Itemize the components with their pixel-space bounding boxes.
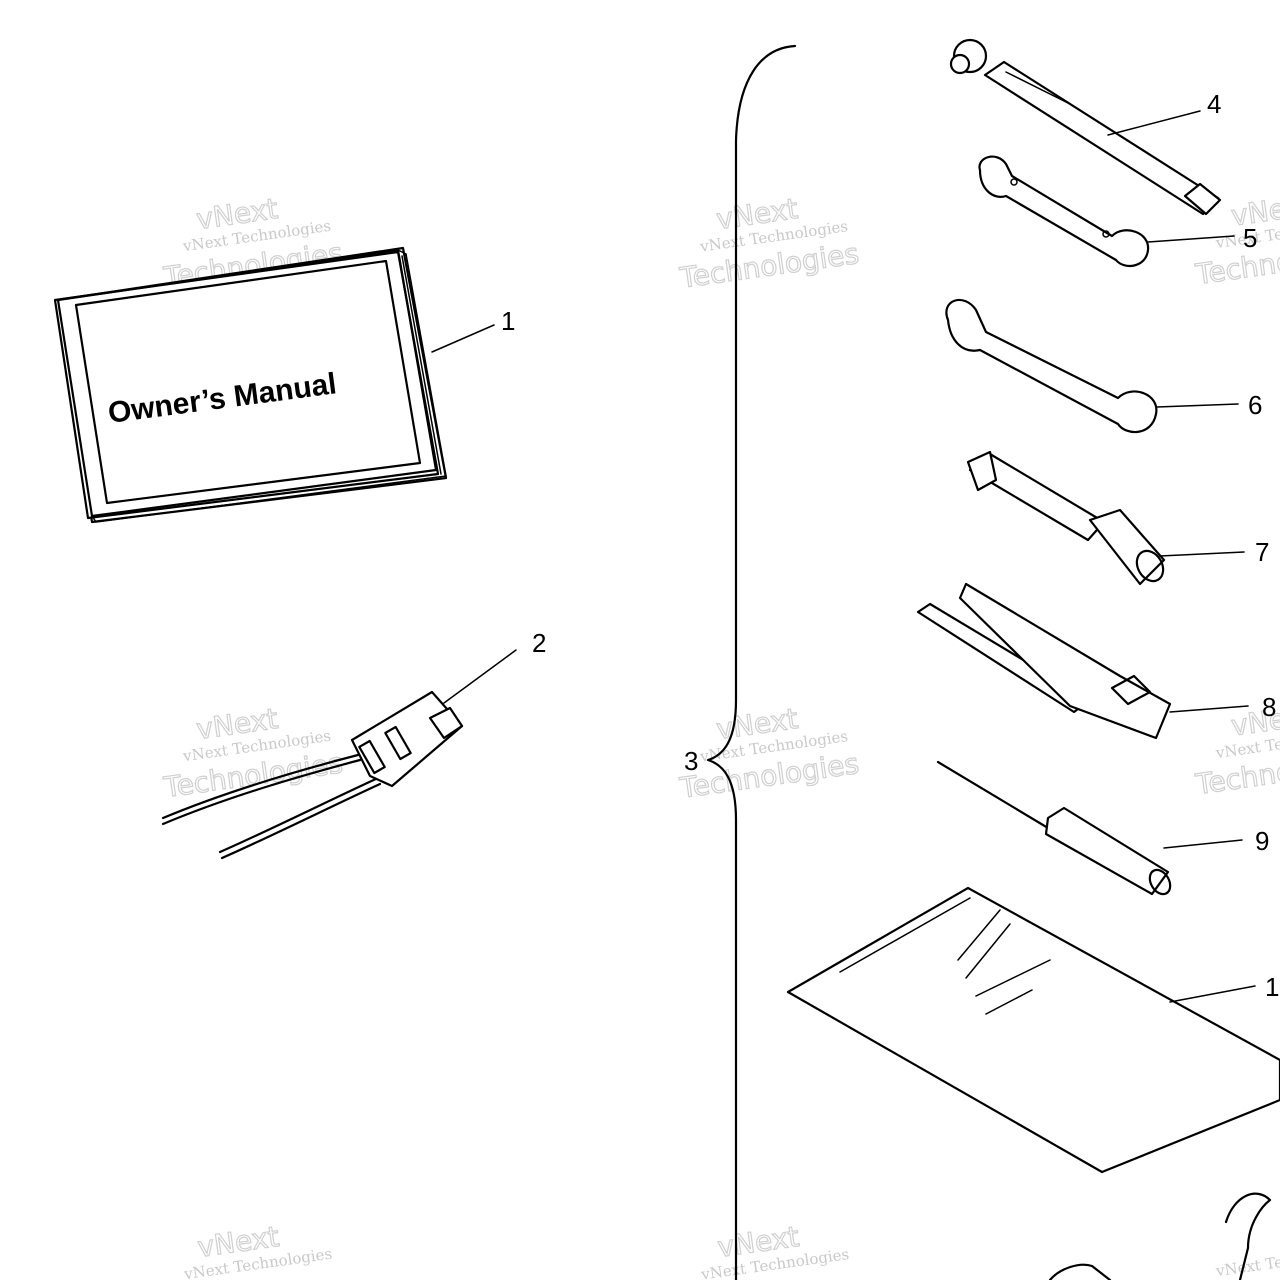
tool-9 bbox=[936, 760, 1172, 896]
callout-4: 4 bbox=[1207, 89, 1221, 119]
tool-7 bbox=[966, 450, 1166, 586]
watermark: vNext vNext Technologies bbox=[699, 1219, 850, 1280]
watermark: vNext vNext Technologies bbox=[182, 1219, 333, 1280]
tool-8 bbox=[916, 582, 1172, 740]
callout-1: 1 bbox=[501, 306, 515, 336]
callout-3: 3 bbox=[684, 746, 698, 776]
callout-8: 8 bbox=[1262, 692, 1276, 722]
owners-manual: Owner’s Manual bbox=[53, 246, 448, 524]
plastic-bag bbox=[786, 886, 1280, 1174]
partial-tool bbox=[1048, 1192, 1272, 1280]
callout-5: 5 bbox=[1243, 223, 1257, 253]
callout-10: 1 bbox=[1265, 972, 1279, 1002]
callout-6: 6 bbox=[1248, 390, 1262, 420]
callout-9: 9 bbox=[1255, 826, 1269, 856]
tool-kit-brace bbox=[706, 44, 797, 1280]
tool-5 bbox=[978, 155, 1150, 268]
tool-4 bbox=[949, 38, 1222, 216]
watermark: vNext vNext Technologies Technologies bbox=[677, 191, 862, 295]
callout-labels: 1 2 3 4 5 6 7 8 9 1 bbox=[501, 89, 1279, 1002]
callout-7: 7 bbox=[1255, 537, 1269, 567]
callout-2: 2 bbox=[532, 628, 546, 658]
leader-lines bbox=[431, 110, 1256, 1003]
tool-6 bbox=[945, 299, 1158, 434]
wire-connector bbox=[161, 690, 464, 860]
watermark: vNext vNext Technologies Technologies bbox=[161, 701, 346, 804]
